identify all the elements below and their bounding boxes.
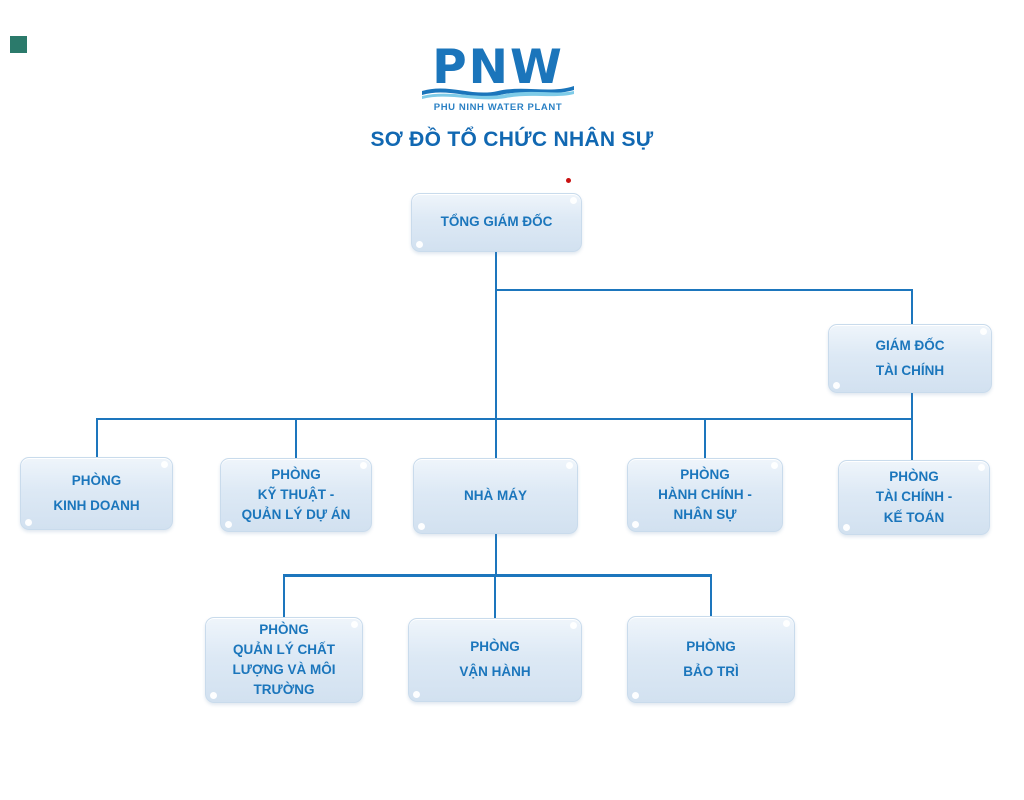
connector-ceo-vertical — [495, 252, 497, 458]
logo-acronym: PNW — [432, 40, 564, 95]
org-node-engineering-pm: PHÒNG KỸ THUẬT - QUẢN LÝ DỰ ÁN — [220, 458, 372, 532]
node-label-line: PHÒNG — [889, 469, 939, 485]
node-label-line: KINH DOANH — [53, 497, 140, 513]
node-label-line: PHÒNG — [686, 638, 736, 654]
logo-tagline: PHU NINH WATER PLANT — [433, 102, 563, 114]
node-label-line: PHÒNG — [271, 466, 321, 482]
connector-finance-horizontal — [495, 289, 913, 291]
org-node-finance-director: GIÁM ĐỐC TÀI CHÍNH — [828, 324, 992, 393]
red-dot — [566, 178, 571, 183]
org-node-finance-accounting: PHÒNG TÀI CHÍNH - KẾ TOÁN — [838, 460, 990, 535]
water-wave-icon — [422, 86, 574, 100]
node-label-line: BẢO TRÌ — [683, 663, 739, 679]
node-label-line: NHÀ MÁY — [464, 487, 527, 503]
node-label-line: NHÂN SỰ — [673, 507, 737, 523]
node-label-line: PHÒNG — [259, 621, 309, 637]
connector-finance-director-bottom — [911, 393, 913, 460]
node-label-line: VẬN HÀNH — [459, 664, 531, 679]
teal-square-marker — [10, 36, 27, 53]
org-node-operations: PHÒNG VẬN HÀNH — [408, 618, 582, 702]
node-label-line: PHÒNG — [71, 472, 122, 488]
company-logo: PNW PHU NINH WATER PLANT — [412, 40, 584, 114]
node-label-line: KẾ TOÁN — [883, 509, 945, 525]
node-label-line: LƯỢNG VÀ MÔI — [232, 662, 336, 677]
connector-maintenance-drop — [710, 574, 712, 616]
connector-sales-drop — [96, 418, 98, 457]
node-label-line: TRƯỜNG — [253, 682, 315, 698]
node-label-line: HÀNH CHÍNH - — [658, 486, 752, 502]
page-title: SƠ ĐỒ TỔ CHỨC NHÂN SỰ — [370, 128, 654, 151]
node-label-line: QUẢN LÝ DỰ ÁN — [241, 507, 351, 523]
node-label-line: TỔNG GIÁM ĐỐC — [440, 214, 553, 230]
node-label-line: KỸ THUẬT - — [257, 486, 335, 502]
node-label-line: QUẢN LÝ CHẤT — [233, 641, 335, 657]
connector-adminhr-drop — [704, 418, 706, 458]
connector-level3-rail — [283, 574, 712, 577]
connector-engineering-drop — [295, 418, 297, 458]
connector-quality-drop — [283, 574, 285, 617]
connector-plant-vertical — [495, 534, 497, 575]
connector-level2-rail — [97, 418, 913, 420]
org-node-admin-hr: PHÒNG HÀNH CHÍNH - NHÂN SỰ — [627, 458, 783, 532]
node-label-line: GIÁM ĐỐC — [875, 337, 945, 353]
node-label-line: TÀI CHÍNH — [875, 362, 945, 378]
org-node-maintenance: PHÒNG BẢO TRÌ — [627, 616, 795, 703]
node-label-line: TÀI CHÍNH - — [875, 489, 953, 505]
connector-operations-drop — [494, 574, 496, 618]
org-node-plant: NHÀ MÁY — [413, 458, 578, 534]
node-label-line: PHÒNG — [470, 639, 520, 655]
connector-finance-director-top — [911, 289, 913, 324]
org-node-quality-environment: PHÒNG QUẢN LÝ CHẤT LƯỢNG VÀ MÔI TRƯỜNG — [205, 617, 363, 703]
node-label-line: PHÒNG — [680, 466, 730, 482]
org-node-sales: PHÒNG KINH DOANH — [20, 457, 173, 530]
org-node-ceo: TỔNG GIÁM ĐỐC — [411, 193, 582, 252]
